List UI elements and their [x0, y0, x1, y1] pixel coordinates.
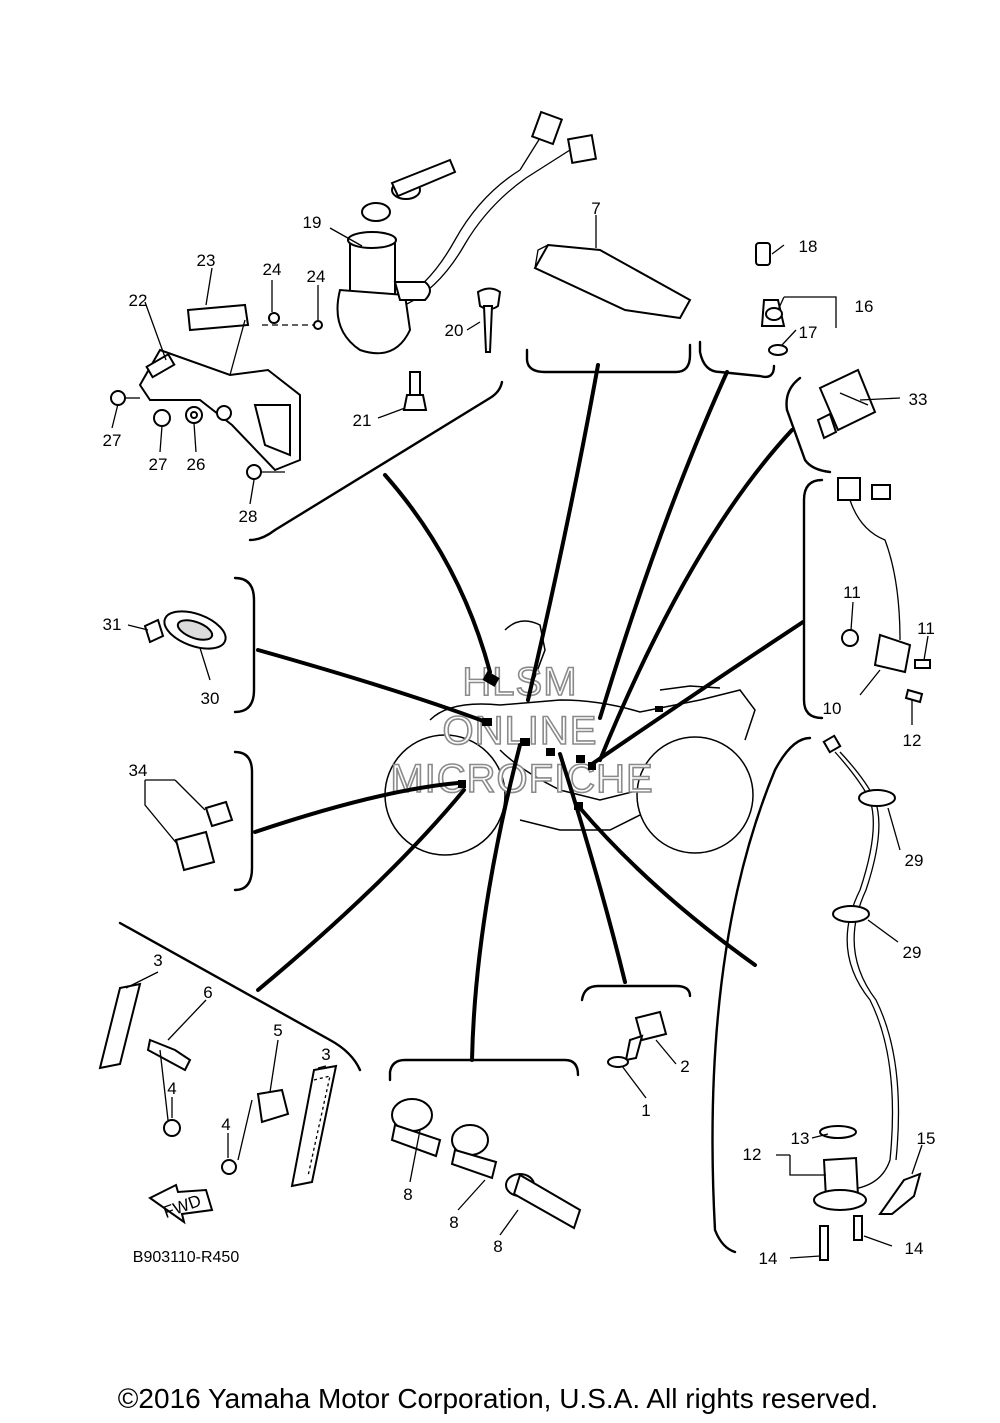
callout-12: 12: [743, 1145, 762, 1164]
callout-18: 18: [799, 237, 818, 256]
callout-4b: 4: [221, 1115, 230, 1134]
callout-20: 20: [445, 321, 464, 340]
callout-14b: 14: [905, 1239, 924, 1258]
reflectors: [98, 982, 338, 1225]
diagram-code: B903110-R450: [133, 1249, 240, 1266]
horn: [143, 610, 227, 650]
bulb-sockets: [390, 1098, 582, 1230]
callout-2: 2: [680, 1057, 689, 1076]
connector: [174, 800, 234, 872]
callout-27b: 28: [239, 507, 258, 526]
callout-30: 30: [201, 689, 220, 708]
callout-29: 29: [903, 943, 922, 962]
callout-3a: 3: [153, 951, 162, 970]
callout-labels: 19 20 21 23 24 24 22 27 27 26 28 7 18 16…: [103, 199, 936, 1268]
callout-26: 27: [149, 455, 168, 474]
callout-24b: 24: [307, 267, 326, 286]
callout-10: 11: [843, 583, 861, 602]
callout-28: 29: [905, 851, 924, 870]
watermark-line-3: MICROFICHE: [390, 757, 653, 801]
callout-11b: 12: [903, 731, 922, 750]
callout-22: 22: [129, 291, 148, 310]
callout-4a: 4: [167, 1079, 176, 1098]
callout-9: 10: [823, 699, 842, 718]
callout-11a: 11: [917, 619, 935, 638]
watermark-line-1: HLSM: [462, 660, 577, 704]
callout-25: 26: [187, 455, 206, 474]
callout-3b: 3: [321, 1045, 330, 1064]
callout-33: 34: [129, 761, 148, 780]
callout-8c: 8: [493, 1237, 502, 1256]
callout-1: 1: [641, 1101, 650, 1120]
speed-sensor: [837, 477, 931, 704]
neutral-switch: [607, 1010, 668, 1068]
callout-8b: 8: [449, 1213, 458, 1232]
callout-15: 15: [917, 1129, 936, 1148]
callout-23: 23: [197, 251, 216, 270]
callout-5: 5: [273, 1021, 282, 1040]
meter-cover: [533, 243, 692, 320]
callout-17: 17: [799, 323, 818, 342]
relay: [816, 368, 877, 440]
rubber-mount: [755, 242, 788, 356]
callout-14a: 14: [759, 1249, 778, 1268]
fuel-sender-harness: [813, 734, 922, 1261]
callout-27a: 27: [103, 431, 122, 450]
callout-24a: 24: [263, 260, 282, 279]
leader-lines: [253, 363, 805, 1062]
bracket-assembly: [110, 303, 323, 480]
group-brackets: [118, 340, 832, 1254]
callout-7: 7: [591, 199, 600, 218]
callout-6: 6: [203, 983, 212, 1002]
callout-21: 21: [353, 411, 372, 430]
callout-leaders: [111, 215, 929, 1259]
callout-31: 31: [103, 615, 122, 634]
callout-13: 13: [791, 1129, 810, 1148]
ignition-switch-assembly: [336, 110, 598, 411]
copyright-notice: ©2016 Yamaha Motor Corporation, U.S.A. A…: [118, 1383, 878, 1414]
callout-19: 19: [303, 213, 322, 232]
callout-8a: 8: [403, 1185, 412, 1204]
callout-16: 16: [855, 297, 874, 316]
callout-32: 33: [909, 390, 928, 409]
